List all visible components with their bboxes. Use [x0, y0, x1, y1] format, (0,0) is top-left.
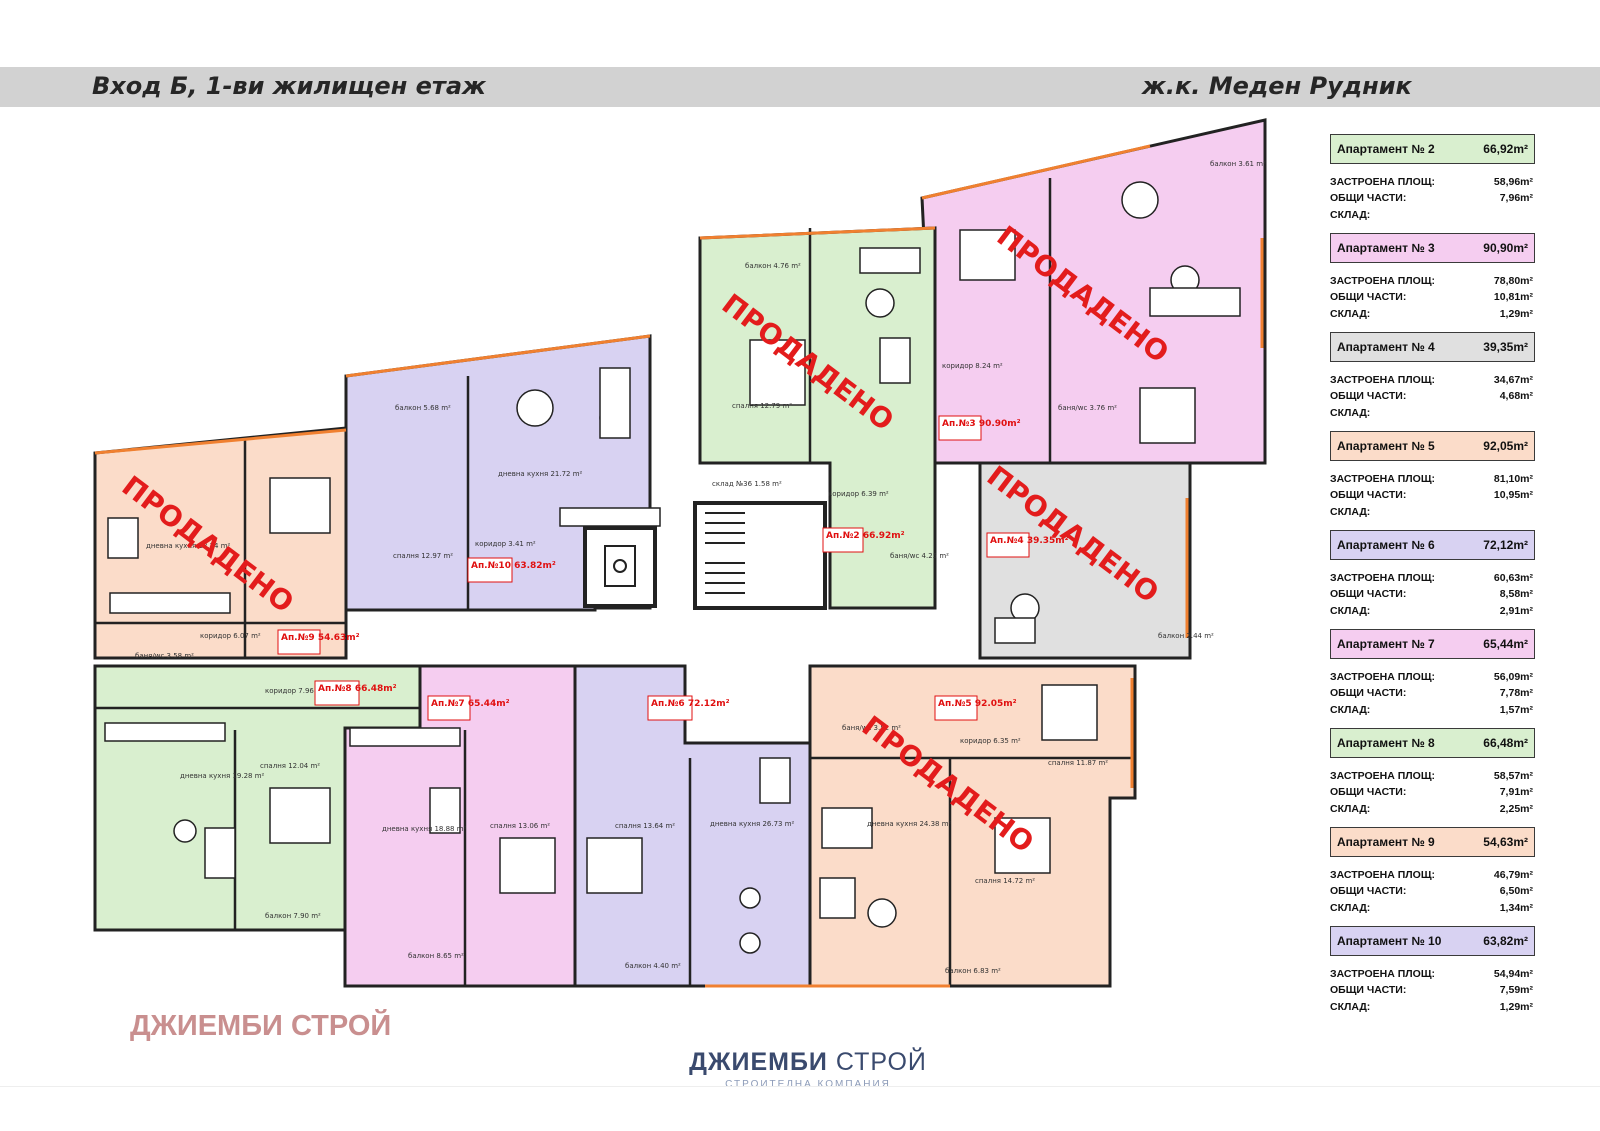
- tag-unit-8: Ап.№8 66.48m²: [318, 684, 397, 694]
- room-label: коридор 7.96 m²: [265, 687, 326, 695]
- room-label: дневна кухня 19.28 m²: [180, 772, 265, 780]
- logo-brand-bold: ДЖИЕМБИ: [689, 1048, 828, 1076]
- tag-unit-5: Ап.№5 92.05m²: [938, 699, 1017, 709]
- room-label: спалня 12.79 m²: [732, 402, 792, 410]
- floor-plan: балкон 3.61 m² балкон 4.76 m² балкон 5.6…: [93, 118, 1267, 988]
- furniture: [104, 181, 1241, 954]
- room-label: коридор 3.41 m²: [475, 540, 536, 548]
- room-label: дневна кухня 18.24 m²: [146, 542, 231, 550]
- tag-unit-4: Ап.№4 39.35m²: [990, 536, 1069, 546]
- tag-unit-2: Ап.№2 66.92m²: [826, 531, 905, 541]
- tag-unit-6: Ап.№6 72.12m²: [651, 699, 730, 709]
- logo-subtitle: СТРОИТЕЛНА КОМПАНИЯ: [725, 1079, 891, 1090]
- room-labels: балкон 3.61 m² балкон 4.76 m² балкон 5.6…: [135, 160, 1266, 975]
- logo-brand-light: СТРОЙ: [835, 1048, 927, 1076]
- room-label: коридор 6.35 m²: [960, 737, 1021, 745]
- room-label: балкон 4.76 m²: [745, 262, 801, 270]
- company-logo: ДЖИЕМБИ СТРОЙ СТРОИТЕЛНА КОМПАНИЯ: [680, 1048, 936, 1090]
- room-label: спалня 13.64 m²: [615, 822, 675, 830]
- stairwell: [583, 501, 827, 610]
- header-bar: Вход Б, 1-ви жилищен етаж ж.к. Меден Руд…: [0, 67, 1600, 107]
- apartment-tags: Ап.№10 63.82m² Ап.№9 54.63m² Ап.№2 66.92…: [277, 415, 1069, 721]
- room-label: балкон 6.83 m²: [945, 967, 1001, 975]
- tag-unit-7: Ап.№7 65.44m²: [431, 699, 510, 709]
- footer-divider: [0, 1086, 1600, 1087]
- room-label: коридор 6.07 m²: [200, 632, 261, 640]
- room-label: дневна кухня 18.88 m²: [382, 825, 467, 833]
- room-label: балкон 5.68 m²: [395, 404, 451, 412]
- room-label: коридор 8.24 m²: [942, 362, 1003, 370]
- room-label: баня/wc 3.58 m²: [135, 652, 194, 660]
- room-label: балкон 4.40 m²: [625, 962, 681, 970]
- company-watermark: ДЖИЕМБИ СТРОЙ: [130, 1010, 392, 1042]
- page-title: Вход Б, 1-ви жилищен етаж: [92, 72, 486, 100]
- room-label: балкон 3.61 m²: [1210, 160, 1266, 168]
- room-label: дневна кухня 26.73 m²: [710, 820, 795, 828]
- room-label: баня/wc 3.76 m²: [1058, 404, 1117, 412]
- tag-unit-3: Ап.№3 90.90m²: [942, 419, 1021, 429]
- room-label: коридор 6.39 m²: [828, 490, 889, 498]
- room-label: склад №36 1.58 m²: [712, 480, 782, 488]
- room-label: спалня 14.72 m²: [975, 877, 1035, 885]
- room-label: балкон 8.65 m²: [408, 952, 464, 960]
- room-label: балкон 7.90 m²: [265, 912, 321, 920]
- room-label: дневна кухня 24.38 m²: [867, 820, 952, 828]
- room-label: спалня 11.87 m²: [1048, 759, 1108, 767]
- room-label: баня/wc 3.52 m²: [842, 724, 901, 732]
- room-label: баня/wc 4.25 m²: [890, 552, 949, 560]
- complex-name: ж.к. Меден Рудник: [1142, 72, 1412, 100]
- balcony-rails: [94, 144, 1264, 988]
- room-label: балкон 2.44 m²: [1158, 632, 1214, 640]
- tag-unit-10: Ап.№10 63.82m²: [471, 561, 556, 571]
- room-label: спалня 13.06 m²: [490, 822, 550, 830]
- room-label: спалня 12.97 m²: [393, 552, 453, 560]
- tag-unit-9: Ап.№9 54.63m²: [281, 633, 360, 643]
- room-label: дневна кухня 21.72 m²: [498, 470, 583, 478]
- room-label: спалня 12.04 m²: [260, 762, 320, 770]
